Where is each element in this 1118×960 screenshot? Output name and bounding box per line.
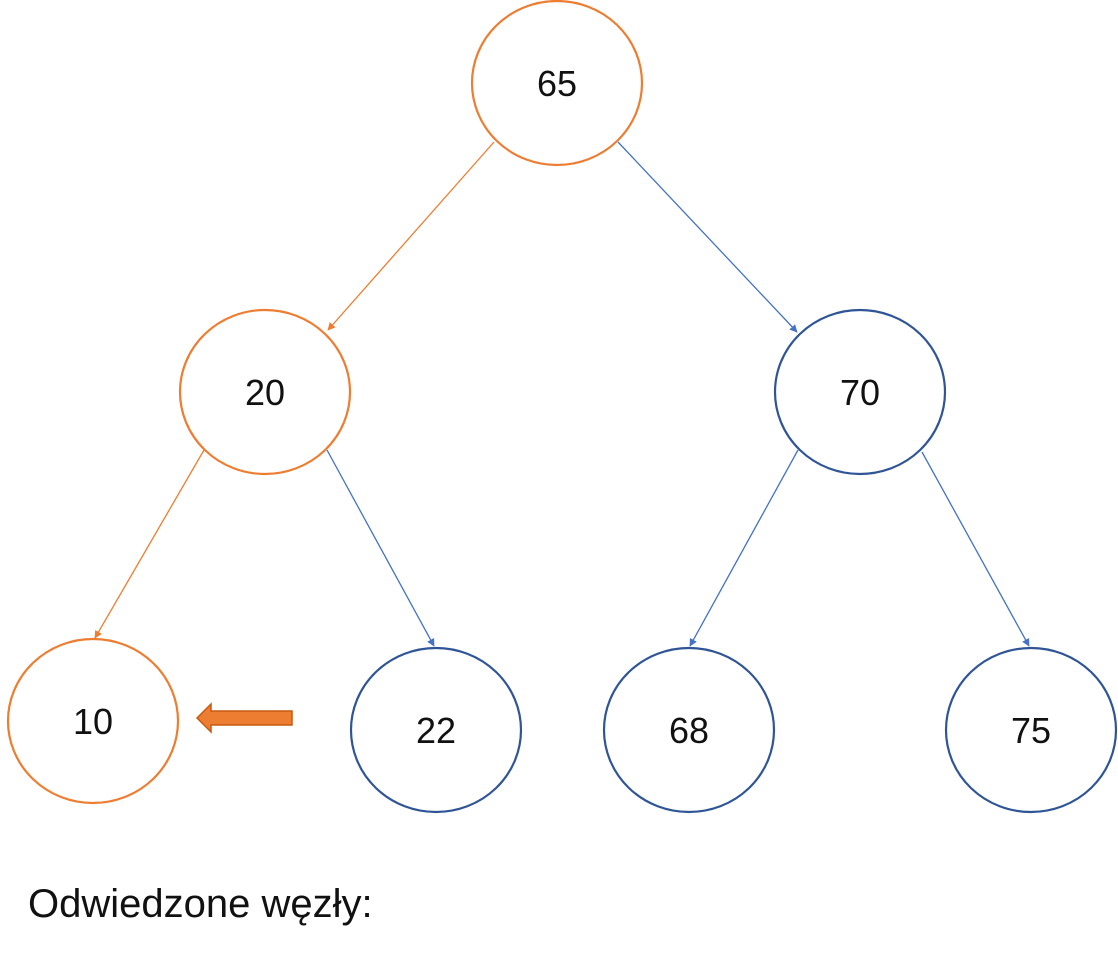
tree-node-20: 20 xyxy=(178,308,352,476)
current-node-pointer-icon xyxy=(195,702,293,734)
node-circle xyxy=(470,0,644,167)
edge-20-to-22 xyxy=(326,449,435,647)
node-label: 75 xyxy=(1011,710,1051,751)
node-label: 70 xyxy=(840,372,880,413)
edges-layer xyxy=(94,141,1030,647)
edge-65-to-20 xyxy=(327,141,495,331)
node-circle xyxy=(6,637,180,805)
node-label: 20 xyxy=(245,372,285,413)
tree-node-75: 75 xyxy=(944,646,1118,814)
node-label: 68 xyxy=(669,710,709,751)
tree-node-10: 10 xyxy=(6,637,180,805)
visited-nodes-caption: Odwiedzone węzły: xyxy=(28,882,373,926)
edge-65-to-70 xyxy=(617,141,798,333)
edge-20-to-10 xyxy=(94,449,205,639)
pointer-layer xyxy=(195,702,293,734)
nodes-layer: 65 20 70 10 22 68 75 xyxy=(6,0,1118,814)
tree-node-68: 68 xyxy=(602,646,776,814)
tree-node-70: 70 xyxy=(773,308,947,476)
node-label: 10 xyxy=(73,701,113,742)
node-circle xyxy=(944,646,1118,814)
node-label: 65 xyxy=(537,63,577,104)
edge-70-to-68 xyxy=(689,449,799,647)
tree-node-22: 22 xyxy=(349,646,523,814)
edge-70-to-75 xyxy=(921,451,1030,647)
node-circle xyxy=(602,646,776,814)
node-circle xyxy=(773,308,947,476)
tree-node-65: 65 xyxy=(470,0,644,167)
node-circle xyxy=(178,308,352,476)
node-circle xyxy=(349,646,523,814)
node-label: 22 xyxy=(416,710,456,751)
